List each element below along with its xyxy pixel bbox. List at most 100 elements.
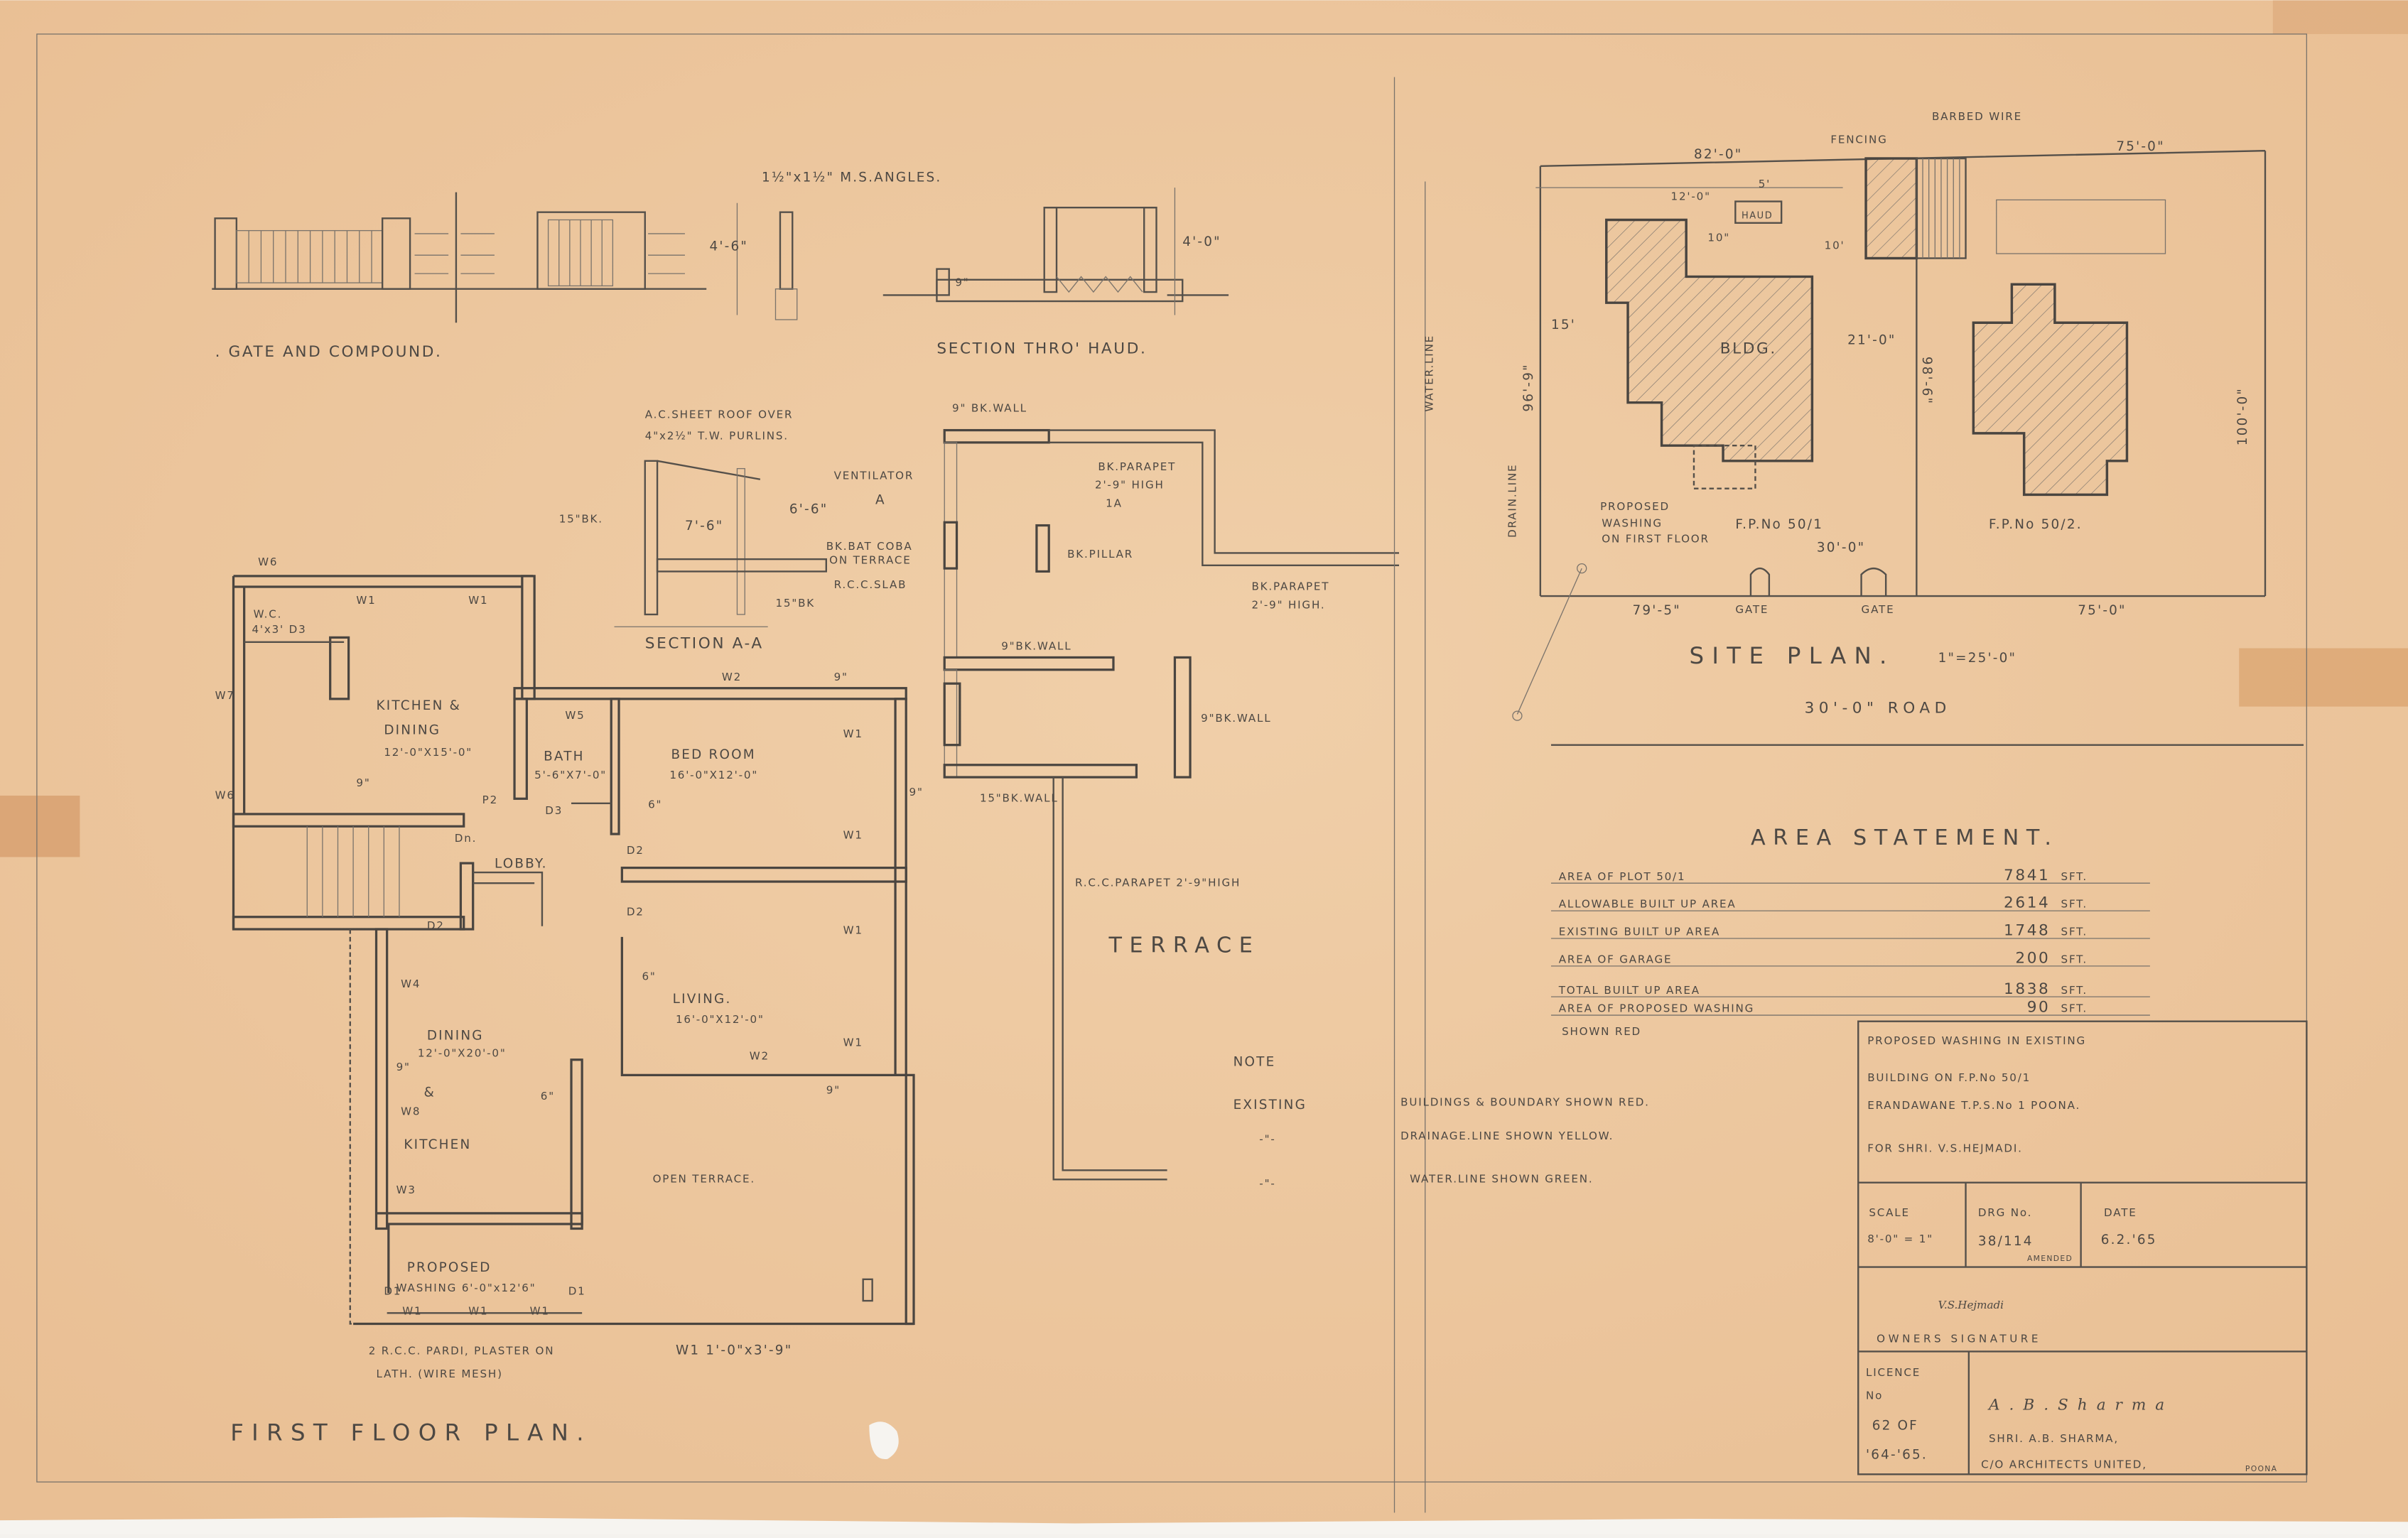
- haud-section: 4'-0" 9" SECTION THRO' HAUD.: [882, 188, 1229, 358]
- room-kitchen-dining-2: DINING: [384, 723, 441, 738]
- mark: 4'x3' D3: [252, 623, 306, 636]
- notes: NOTE EXISTING BUILDINGS & BOUNDARY SHOWN…: [1233, 1054, 1648, 1190]
- haud-height: 4'-0": [1182, 234, 1221, 249]
- note-title: NOTE: [1233, 1054, 1276, 1069]
- architect-line-2: C/O ARCHITECTS UNITED,: [1981, 1458, 2147, 1471]
- area-value: 1748: [2004, 922, 2050, 940]
- dim-bottom-right: 75'-0": [2078, 603, 2126, 618]
- mark: W1: [402, 1305, 422, 1318]
- section-a-a: A.C.SHEET ROOF OVER 4"x2½" T.W. PURLINS.…: [559, 408, 913, 652]
- area-value: 90: [2027, 999, 2051, 1017]
- gate-height: 4'-6": [710, 239, 749, 254]
- pardi-note-2: LATH. (WIRE MESH): [377, 1368, 503, 1380]
- area-unit: SFT.: [2061, 926, 2088, 938]
- first-floor-plan: KITCHEN & DINING 12'-0"X15'-0" BATH 5'-6…: [215, 556, 922, 1446]
- mark: W2: [722, 671, 742, 683]
- mark: W1: [843, 829, 863, 842]
- area-unit: SFT.: [2061, 898, 2088, 911]
- mark: D1: [384, 1284, 401, 1297]
- section-marker: A: [875, 492, 886, 507]
- pardi-note-1: 2 R.C.C. PARDI, PLASTER ON: [369, 1345, 555, 1358]
- title-line-2: BUILDING ON F.P.No 50/1: [1867, 1071, 2031, 1084]
- mark: W1: [843, 1036, 863, 1049]
- area-statement: AREA STATEMENT. AREA OF PLOT 50/1 7841 S…: [1550, 825, 2150, 1038]
- fp-50-2: F.P.No 50/2.: [1989, 517, 2083, 532]
- barbed-wire-label: BARBED WIRE: [1932, 110, 2022, 123]
- terrace-wall-right: 9"BK.WALL: [1201, 712, 1271, 725]
- mark: 6": [642, 970, 656, 982]
- licence-3: 62 OF: [1872, 1419, 1918, 1434]
- dim-15: 15': [1551, 318, 1576, 332]
- room-open-terrace: OPEN TERRACE.: [653, 1173, 755, 1186]
- haud-wall-dim: 9": [955, 276, 969, 288]
- terrace-wall-bottom: 15"BK.WALL: [980, 792, 1059, 805]
- scale-value: 8'-0" = 1": [1867, 1233, 1933, 1245]
- area-unit: SFT.: [2061, 984, 2088, 997]
- area-label: AREA OF PLOT 50/1: [1559, 870, 1686, 883]
- bldg-label: BLDG.: [1720, 340, 1777, 358]
- room-bath: BATH: [544, 749, 585, 764]
- dim-bottom-left: 79'-5": [1633, 603, 1681, 618]
- drain-line-label: DRAIN.LINE: [1506, 464, 1518, 538]
- room-living-size: 16'-0"X12'-0": [676, 1013, 765, 1026]
- room-washing: WASHING 6'-0"x12'6": [396, 1282, 536, 1294]
- area-value: 1838: [2004, 980, 2050, 998]
- gate-2: GATE: [1862, 603, 1895, 616]
- dim-12: 12'-0": [1671, 190, 1711, 202]
- terrace-pillar: BK.PILLAR: [1067, 548, 1133, 560]
- mark: 6": [541, 1090, 555, 1103]
- area-label: EXISTING BUILT UP AREA: [1559, 926, 1720, 938]
- proposed-washing-outline: [1692, 445, 1756, 489]
- coba-note-2: ON TERRACE: [829, 554, 911, 567]
- mark: 9": [834, 671, 848, 683]
- terrace-parapet-2a: BK.PARAPET: [1252, 580, 1330, 592]
- area-statement-title: AREA STATEMENT.: [1751, 825, 2059, 850]
- proposed-label-3: ON FIRST FLOOR: [1602, 532, 1710, 545]
- title-line-4: FOR SHRI. V.S.HEJMADI.: [1867, 1142, 2023, 1154]
- drg-label: DRG No.: [1978, 1206, 2032, 1219]
- dim-30: 30'-0": [1817, 540, 1865, 555]
- roof-note-1: A.C.SHEET ROOF OVER: [645, 408, 794, 421]
- mark: W.C.: [254, 607, 283, 620]
- mark: W1: [356, 594, 376, 607]
- owners-signature-label: OWNERS SIGNATURE: [1877, 1332, 2041, 1345]
- room-bedroom-size: 16'-0"X12'-0": [669, 769, 758, 781]
- mark: D2: [427, 919, 445, 932]
- area-row: AREA OF GARAGE 200 SFT.: [1559, 950, 2086, 968]
- mark: 9": [826, 1083, 841, 1096]
- note-r3-b: WATER.LINE SHOWN GREEN.: [1410, 1173, 1593, 1186]
- area-unit: SFT.: [2061, 870, 2088, 883]
- neighbour-building: [1972, 283, 2129, 497]
- haud-section-title: SECTION THRO' HAUD.: [936, 340, 1147, 358]
- haud-label: HAUD: [1742, 210, 1773, 221]
- area-label: TOTAL BUILT UP AREA: [1558, 984, 1700, 997]
- area-row: EXISTING BUILT UP AREA 1748 SFT.: [1559, 922, 2088, 940]
- paper-tear: [869, 1421, 899, 1460]
- mark: 6": [648, 798, 662, 811]
- scale-label: SCALE: [1869, 1206, 1910, 1219]
- mark: D3: [545, 804, 563, 817]
- mark: W8: [401, 1105, 421, 1118]
- terrace-parapet-2b: 2'-9" HIGH.: [1252, 598, 1326, 611]
- gate-1: GATE: [1735, 603, 1769, 616]
- mark: W3: [396, 1184, 416, 1196]
- mark: W1: [843, 924, 863, 937]
- room-proposed: PROPOSED: [407, 1260, 492, 1275]
- note-r2-b: DRAINAGE.LINE SHOWN YELLOW.: [1400, 1130, 1614, 1142]
- rcc-parapet-note: R.C.C.PARAPET 2'-9"HIGH: [1075, 877, 1241, 889]
- haud-tank: [1734, 200, 1783, 224]
- garage: [1864, 157, 1918, 260]
- terrace-wall-top: 9" BK.WALL: [952, 402, 1027, 415]
- section-brick-left: 15"BK.: [559, 512, 603, 525]
- room-kitchen: KITCHEN: [404, 1137, 471, 1152]
- area-value: 200: [2015, 950, 2050, 968]
- dim-10a: 10": [1707, 232, 1730, 244]
- proposed-label-2: WASHING: [1602, 517, 1663, 530]
- road-label: 30'-0" ROAD: [1805, 699, 1951, 717]
- mark: W1: [530, 1305, 550, 1318]
- mark: Dn.: [455, 832, 477, 845]
- water-line-label: WATER.LINE: [1423, 335, 1436, 412]
- area-row: AREA OF PLOT 50/1 7841 SFT.: [1559, 867, 2088, 884]
- mark: W5: [565, 709, 585, 722]
